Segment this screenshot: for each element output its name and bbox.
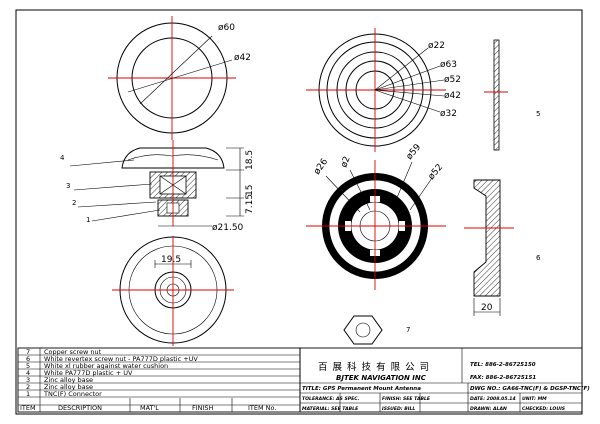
callout-6: 6: [536, 254, 541, 262]
dim-w20: 20: [481, 303, 493, 313]
screw-nut-top-view: ø26 ø2 ø59 ø52: [306, 142, 446, 290]
drawing-number: DWG NO.: GA66-TNC(F) & DGSP-TNC(F): [470, 386, 590, 392]
company-tel: TEL: 886-2-86725150: [470, 362, 536, 368]
bill-of-materials: 7 Copper screw nut 6 White revertex scre…: [17, 347, 301, 413]
bom-desc-6: White revertex screw nut - PA777D plasti…: [44, 355, 198, 363]
drawing-border: [15, 9, 583, 415]
bom-desc-4: White PA777D plastic + UV: [44, 369, 133, 377]
cushion-rings-view: ø22 ø63 ø52 ø42 ø32: [306, 28, 461, 152]
bom-item-7: 7: [26, 348, 30, 356]
callout-3: 3: [66, 182, 70, 190]
company-fax: FAX: 886-2-86725151: [470, 375, 536, 381]
bottom-view: 19.5: [112, 236, 234, 346]
dim-d42b: ø42: [444, 91, 461, 101]
dim-d60: ø60: [218, 23, 235, 33]
bom-header-finish: FINISH: [192, 404, 214, 412]
material: MATERIAL: SEE TABLE: [302, 406, 359, 412]
bom-header-item-no: ITEM No.: [248, 404, 276, 412]
cushion-side-profile: 5: [484, 39, 540, 151]
bom-desc-2: Zinc alloy base: [44, 383, 93, 391]
checked-by: CHECKED: LOUIS: [522, 406, 566, 412]
drawing-title: TITLE: GPS Permanent Mount Antenna: [302, 386, 421, 392]
callout-5: 5: [536, 110, 540, 118]
dim-d59: ø59: [405, 142, 424, 162]
dim-h15: 15: [245, 185, 255, 196]
dim-d26: ø26: [312, 157, 330, 177]
company-name-cn: 百 展 科 技 有 限 公 司: [318, 361, 430, 373]
bom-item-5: 5: [26, 362, 30, 370]
callout-1: 1: [86, 216, 90, 224]
bom-desc-3: Zinc alloy base: [44, 376, 93, 384]
bom-desc-7: Copper screw nut: [44, 348, 102, 356]
dim-d22: ø22: [428, 41, 445, 51]
dim-h185: 18.5: [245, 150, 255, 170]
finish: FINISH: SEE TABLE: [382, 396, 431, 402]
dome-top-view: ø60 ø42: [108, 16, 251, 140]
dim-h715: 7.15: [245, 194, 255, 214]
unit: UNIT: MM: [522, 396, 547, 402]
drawn-by: DRAWN: ALAN: [470, 406, 507, 412]
company-name-en: BJTEK NAVIGATION INC: [336, 374, 427, 382]
tolerance: TOLERANCE: AS SPEC.: [302, 396, 360, 402]
dim-d2150: ø21.50: [212, 223, 244, 233]
dim-d2: ø2: [339, 155, 352, 169]
date: DATE: 2008.05.14: [470, 396, 516, 402]
copper-hex-nut: 7: [343, 315, 410, 345]
title-block: 百 展 科 技 有 限 公 司 BJTEK NAVIGATION INC TEL…: [299, 347, 590, 413]
bom-header-description: DESCRIPTION: [58, 404, 102, 412]
bom-desc-1: TNC(F) Connector: [43, 390, 102, 398]
dim-d52a: ø52: [444, 75, 461, 85]
dim-d42a: ø42: [234, 53, 251, 63]
bom-header-material: MAT'L: [140, 404, 159, 412]
bom-header-item: ITEM: [20, 404, 36, 412]
dim-d32: ø32: [440, 109, 457, 119]
bom-item-1: 1: [26, 390, 30, 398]
bom-desc-5: White xl rubber against water cushion: [44, 362, 168, 370]
callout-7: 7: [406, 326, 410, 334]
dim-d63: ø63: [440, 60, 457, 70]
bom-item-6: 6: [26, 355, 30, 363]
dim-d195: 19.5: [161, 255, 181, 265]
callout-4: 4: [60, 154, 65, 162]
bom-item-2: 2: [26, 383, 30, 391]
side-section-view: 18.5 15 7.15 ø21.50 4 3 2 1: [60, 140, 255, 233]
bom-item-3: 3: [26, 376, 30, 384]
dim-d52b: ø52: [427, 163, 446, 182]
callout-2: 2: [72, 199, 76, 207]
bom-item-4: 4: [26, 369, 30, 377]
issued-by: ISSUED: BILL: [382, 406, 415, 412]
screw-nut-side-section: 20 6: [464, 179, 541, 316]
